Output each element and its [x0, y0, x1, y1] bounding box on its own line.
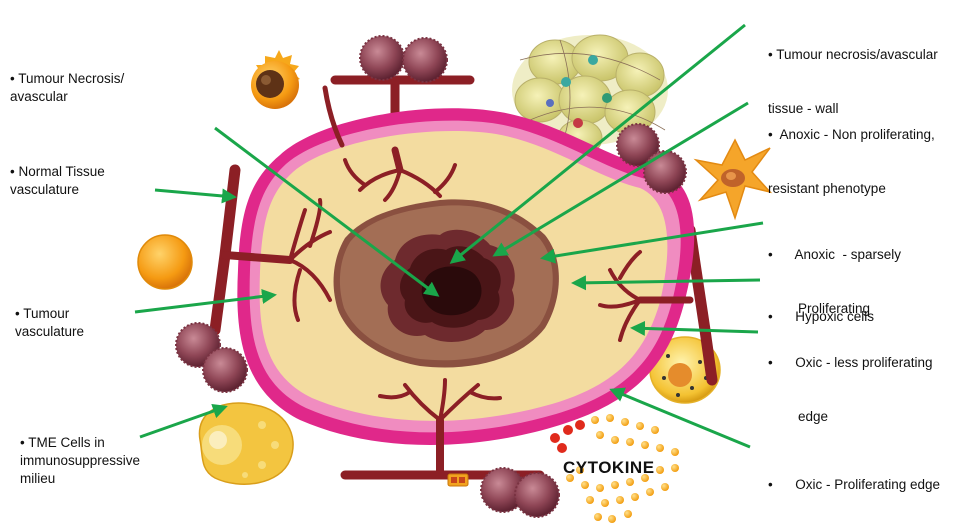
tme-yellow-cell — [199, 403, 293, 484]
capillary-marker — [448, 474, 468, 486]
label-oxic-proliferating: • Oxic - Proliferating edge — [768, 440, 940, 512]
label-tme-cells: • TME Cells in immunosuppressive milieu — [20, 434, 140, 488]
arrow-normal-vasculature — [155, 190, 234, 197]
label-tumour-necrosis-avascular: • Tumour Necrosis/ avascular — [10, 70, 124, 106]
label-anoxic-non-proliferating: • Anoxic - Non proliferating, resistant … — [768, 90, 935, 216]
macrophage-cell-top — [251, 50, 300, 109]
label-tumour-vasculature: • Tumour vasculature — [15, 305, 84, 341]
dendritic-cell — [696, 140, 770, 218]
orange-cell-left — [138, 235, 192, 289]
label-normal-tissue-vasculature: • Normal Tissue vasculature — [10, 163, 105, 199]
cytokine-label: CYTOKINE — [563, 458, 655, 478]
label-oxic-less-proliferating: • Oxic - less proliferating edge — [768, 318, 933, 444]
